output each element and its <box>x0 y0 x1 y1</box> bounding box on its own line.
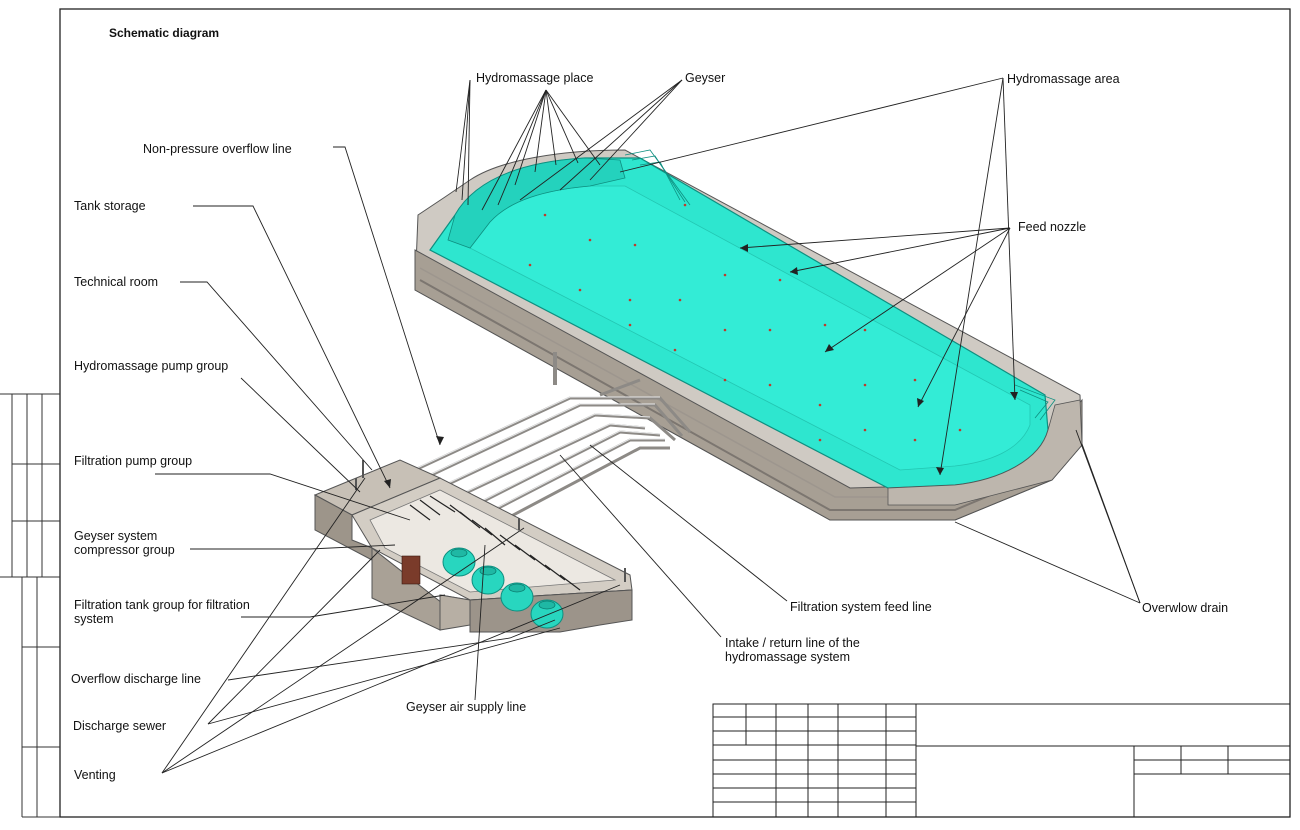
filtration-tanks <box>442 547 564 629</box>
pool-rounded-end <box>887 399 1083 506</box>
room-floor <box>369 489 617 593</box>
feed-nozzle-dots <box>528 203 962 442</box>
pipe-bundle <box>414 352 692 524</box>
label-overflow-drain: Overwlow drain <box>1142 601 1229 615</box>
hydromassage-bench <box>447 157 626 249</box>
label-discharge-sewer: Discharge sewer <box>73 719 167 733</box>
label-geyser-compressor-line2: compressor group <box>74 543 175 557</box>
filtration-tank-tops <box>450 548 556 610</box>
leader-arrowheads <box>384 244 1018 488</box>
pool-steps-bottom <box>1014 384 1056 421</box>
label-venting: Venting <box>74 768 116 782</box>
drawing-frame <box>59 8 1291 818</box>
label-tank-storage: Tank storage <box>74 199 146 213</box>
label-feed-nozzle: Feed nozzle <box>1018 220 1087 234</box>
pipe-bundle-highlight <box>414 396 665 515</box>
label-technical-room: Technical room <box>74 275 159 289</box>
title-block <box>712 703 1291 818</box>
label-filtration-pump-group: Filtration pump group <box>74 454 193 468</box>
technical-room <box>313 459 633 633</box>
label-geyser: Geyser <box>685 71 726 85</box>
label-geyser-air-supply-line: Geyser air supply line <box>406 700 527 714</box>
label-hydromassage-pump-group: Hydromassage pump group <box>74 359 229 373</box>
label-filtration-feed-line: Filtration system feed line <box>790 600 932 614</box>
diagram-title: Schematic diagram <box>109 26 220 40</box>
room-door <box>401 555 421 585</box>
leader-lines <box>155 77 1141 774</box>
label-filtration-tank-line1: Filtration tank group for filtration <box>74 598 250 612</box>
label-overflow-discharge-line: Overflow discharge line <box>71 672 201 686</box>
label-hydromassage-place: Hydromassage place <box>476 71 594 85</box>
label-filtration-tank-line2: system <box>74 612 114 626</box>
label-non-pressure-overflow-line: Non-pressure overflow line <box>143 142 292 156</box>
left-stamp-boxes <box>0 393 60 818</box>
label-intake-return-line2: hydromassage system <box>725 650 851 664</box>
pool-structure <box>414 149 1083 521</box>
room-equipment <box>409 495 581 591</box>
label-hydromassage-area: Hydromassage area <box>1007 72 1120 86</box>
label-geyser-compressor-line1: Geyser system <box>74 529 158 543</box>
label-intake-return-line1: Intake / return line of the <box>725 636 860 650</box>
